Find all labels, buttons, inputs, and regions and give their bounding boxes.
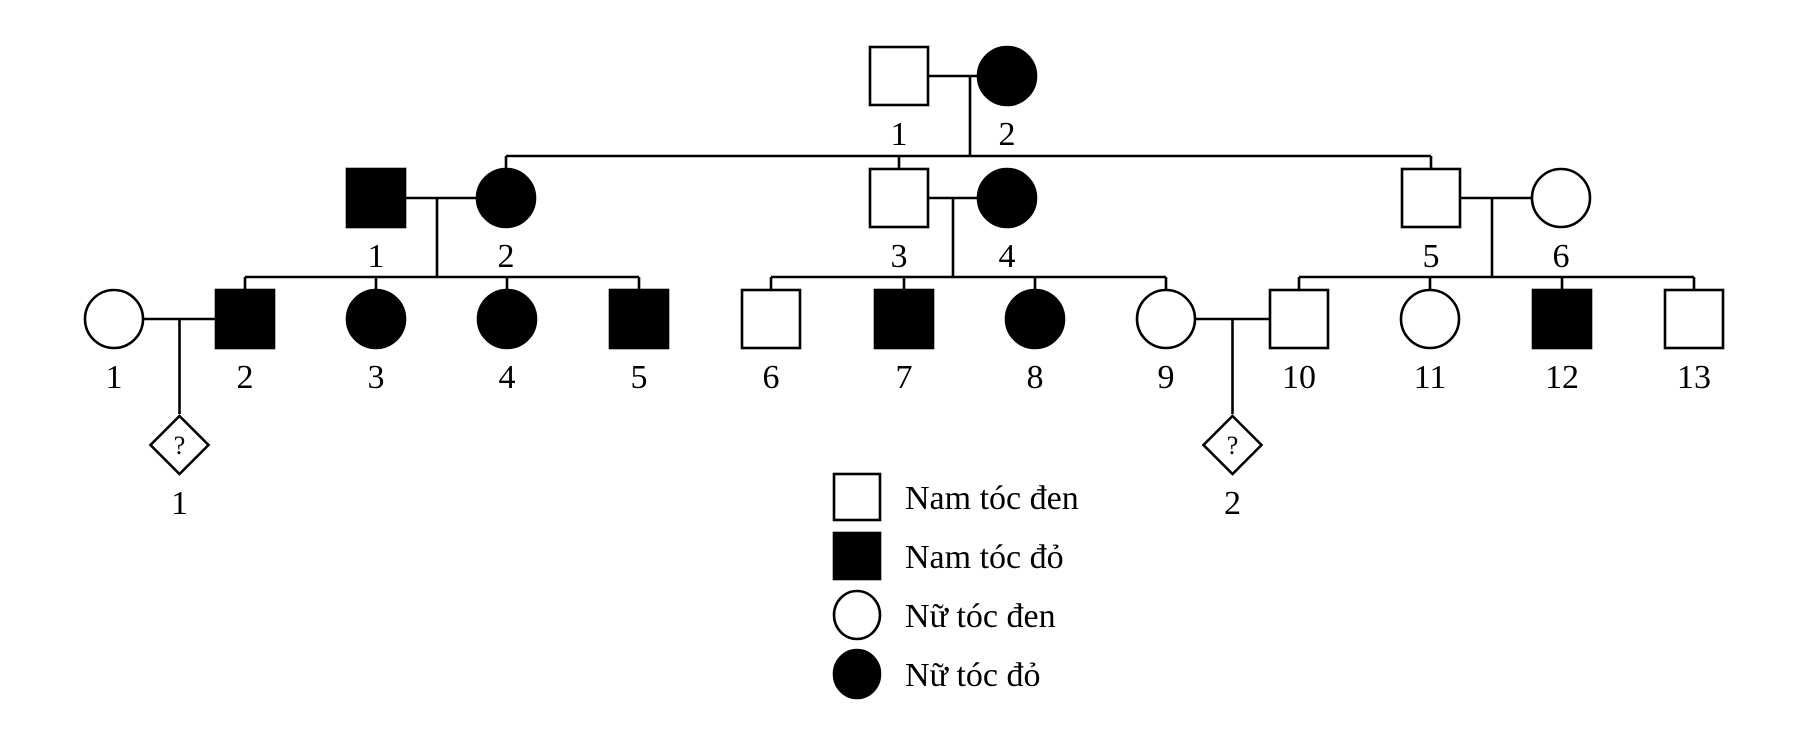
- individual-III-4: 4: [476, 288, 538, 396]
- open-circle-icon: [83, 288, 145, 350]
- individual-number: 4: [999, 238, 1016, 275]
- individual-I-1: 1: [868, 45, 930, 153]
- filled-square-icon: [873, 288, 935, 350]
- open-square-icon: [868, 45, 930, 107]
- individual-IV-1: ?1: [148, 414, 211, 522]
- filled-square-icon: [1531, 288, 1593, 350]
- individual-III-1: 1: [83, 288, 145, 396]
- legend-label: Nam tóc đỏ: [905, 539, 1064, 576]
- unknown-mark: ?: [174, 431, 186, 460]
- individual-IV-2: ?2: [1201, 414, 1264, 522]
- individual-III-5: 5: [608, 288, 670, 396]
- legend-label: Nữ tóc đỏ: [905, 657, 1041, 694]
- filled-circle-icon: [345, 288, 407, 350]
- legend-item: Nữ tóc đen: [832, 589, 1056, 641]
- open-square-icon: [1400, 167, 1462, 229]
- individual-number: 2: [1224, 485, 1241, 522]
- legend-label: Nam tóc đen: [905, 480, 1079, 517]
- filled-square-icon: [214, 288, 276, 350]
- individual-number: 1: [106, 359, 123, 396]
- legend-item: Nữ tóc đỏ: [832, 648, 1041, 700]
- individual-number: 2: [237, 359, 254, 396]
- individual-II-1: 1: [345, 167, 407, 275]
- individual-II-4: 4: [976, 167, 1038, 275]
- individual-number: 13: [1677, 359, 1711, 396]
- filled-circle-icon: [1004, 288, 1066, 350]
- individual-I-2: 2: [976, 45, 1038, 153]
- filled-circle-icon: [976, 167, 1038, 229]
- individual-II-2: 2: [475, 167, 537, 275]
- individual-III-13: 13: [1663, 288, 1725, 396]
- open-circle-icon: [1399, 288, 1461, 350]
- pedigree-lines: [143, 74, 1696, 414]
- individual-number: 3: [368, 359, 385, 396]
- individual-number: 2: [999, 116, 1016, 153]
- open-circle-icon: [1135, 288, 1197, 350]
- individual-number: 11: [1414, 359, 1447, 396]
- filled-circle-icon: [475, 167, 537, 229]
- individual-number: 1: [368, 238, 385, 275]
- individual-III-12: 12: [1531, 288, 1593, 396]
- individual-number: 5: [1423, 238, 1440, 275]
- diamond-icon: [1201, 414, 1264, 476]
- legend-item: Nam tóc đen: [832, 472, 1079, 522]
- individual-number: 8: [1027, 359, 1044, 396]
- diamond-icon: [148, 414, 211, 476]
- open-square-icon: [1268, 288, 1330, 350]
- individual-number: 6: [763, 359, 780, 396]
- individual-II-6: 6: [1530, 167, 1592, 275]
- individual-number: 5: [631, 359, 648, 396]
- individual-number: 9: [1158, 359, 1175, 396]
- filled-square-icon: [608, 288, 670, 350]
- filled-square-icon: [345, 167, 407, 229]
- individual-II-3: 3: [868, 167, 930, 275]
- individual-number: 3: [891, 238, 908, 275]
- individual-III-10: 10: [1268, 288, 1330, 396]
- open-square-icon: [868, 167, 930, 229]
- open-square-icon: [1663, 288, 1725, 350]
- individual-number: 12: [1545, 359, 1579, 396]
- individual-III-11: 11: [1399, 288, 1461, 396]
- legend-item: Nam tóc đỏ: [832, 531, 1064, 581]
- individual-II-5: 5: [1400, 167, 1462, 275]
- individual-III-7: 7: [873, 288, 935, 396]
- individual-III-3: 3: [345, 288, 407, 396]
- individual-III-8: 8: [1004, 288, 1066, 396]
- filled-circle-icon: [476, 288, 538, 350]
- unknown-mark: ?: [1227, 431, 1239, 460]
- individual-number: 7: [896, 359, 913, 396]
- legend-label: Nữ tóc đen: [905, 598, 1056, 635]
- individual-number: 2: [498, 238, 515, 275]
- individual-number: 1: [891, 116, 908, 153]
- open-square-icon: [740, 288, 802, 350]
- filled-square-icon: [832, 531, 882, 581]
- open-circle-icon: [832, 589, 882, 641]
- individual-number: 10: [1282, 359, 1316, 396]
- individual-number: 4: [499, 359, 516, 396]
- filled-circle-icon: [832, 648, 882, 700]
- individual-III-6: 6: [740, 288, 802, 396]
- individual-number: 1: [171, 485, 188, 522]
- open-circle-icon: [1530, 167, 1592, 229]
- individual-number: 6: [1553, 238, 1570, 275]
- individual-III-9: 9: [1135, 288, 1197, 396]
- filled-circle-icon: [976, 45, 1038, 107]
- open-square-icon: [832, 472, 882, 522]
- individual-III-2: 2: [214, 288, 276, 396]
